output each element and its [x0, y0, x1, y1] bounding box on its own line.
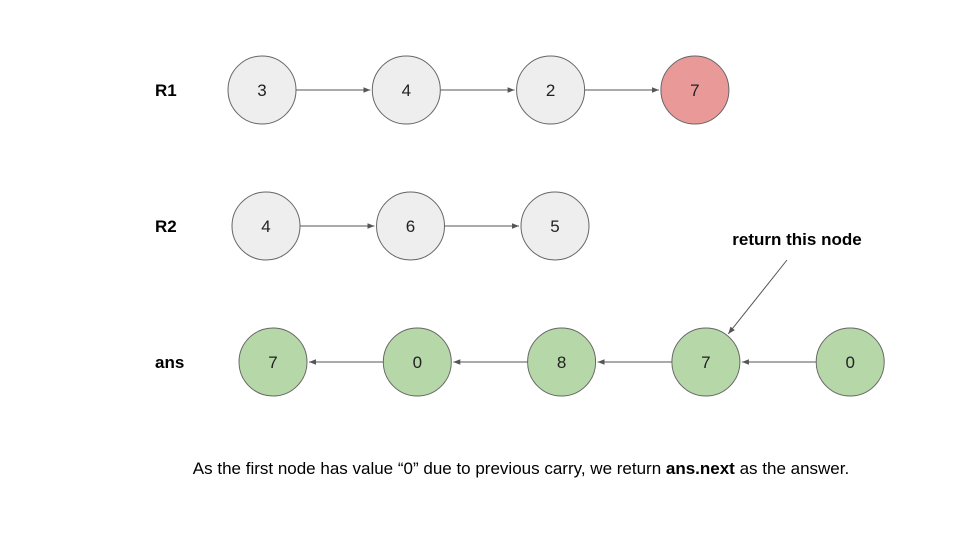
- node-r1-2: 2: [516, 55, 586, 125]
- node-value: 3: [257, 81, 266, 100]
- node-value: 2: [546, 81, 555, 100]
- node-r1-1: 4: [371, 55, 441, 125]
- node-value: 0: [845, 353, 854, 372]
- node-r2-1: 6: [376, 191, 445, 261]
- edges-layer: [296, 87, 817, 365]
- node-r1-0: 3: [227, 55, 297, 125]
- node-value: 4: [261, 217, 270, 236]
- callout: return this node: [727, 230, 862, 335]
- row-label-ans: ans: [155, 353, 184, 372]
- node-circle: [520, 191, 590, 261]
- caption-part-after: as the answer.: [735, 459, 849, 478]
- callout-pointer-arrow: [727, 259, 788, 335]
- node-value: 0: [413, 353, 422, 372]
- node-value: 5: [550, 217, 559, 236]
- caption-part-bold: ans.next: [666, 459, 735, 478]
- node-circle: [527, 327, 597, 397]
- node-value: 7: [690, 81, 699, 100]
- node-circle: [815, 327, 885, 397]
- node-circle: [660, 55, 730, 125]
- row-label-r2: R2: [155, 217, 177, 236]
- node-value: 7: [701, 353, 710, 372]
- node-circle: [238, 327, 308, 397]
- node-value: 8: [557, 353, 566, 372]
- node-circle: [671, 327, 741, 397]
- node-ans-1: 0: [382, 327, 452, 397]
- node-circle: [227, 55, 297, 125]
- node-r1-3: 7: [660, 55, 730, 125]
- row-label-r1: R1: [155, 81, 177, 100]
- node-circle: [376, 191, 445, 261]
- caption-part-before: As the first node has value “0” due to p…: [193, 459, 666, 478]
- node-value: 7: [268, 353, 277, 372]
- node-value: 4: [402, 81, 411, 100]
- node-ans-0: 7: [238, 327, 308, 397]
- node-circle: [516, 55, 586, 125]
- node-circle: [371, 55, 441, 125]
- callout-label: return this node: [732, 230, 861, 249]
- node-r2-2: 5: [520, 191, 590, 261]
- node-ans-2: 8: [527, 327, 597, 397]
- node-circle: [382, 327, 452, 397]
- node-r2-0: 4: [231, 191, 301, 261]
- node-value: 6: [406, 217, 415, 236]
- node-ans-4: 0: [815, 327, 885, 397]
- caption: As the first node has value “0” due to p…: [193, 459, 849, 478]
- node-circle: [231, 191, 301, 261]
- node-ans-3: 7: [671, 327, 741, 397]
- nodes-layer: 3 4 2 7 4 6 5 7 0 8 7 0: [227, 55, 885, 397]
